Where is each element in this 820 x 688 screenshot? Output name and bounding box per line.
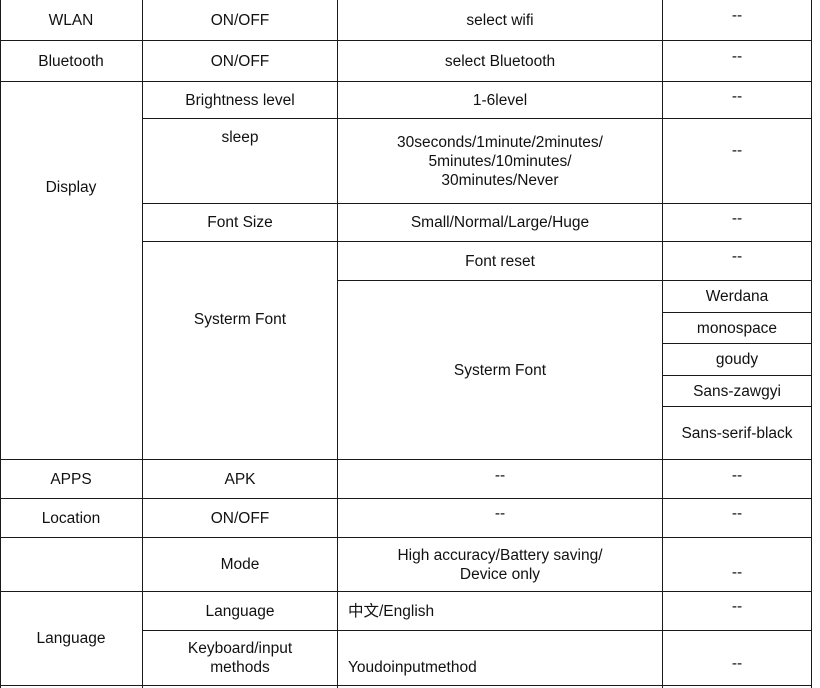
font-option: goudy	[715, 351, 759, 368]
font-size-options: Small/Normal/Large/Huge	[410, 214, 590, 231]
bluetooth-extra: --	[731, 48, 743, 65]
system-font-setting: Systerm Font	[193, 310, 287, 328]
keyboard-setting: Keyboard/input methods	[187, 640, 293, 676]
row-divider	[662, 343, 812, 344]
column-divider	[337, 0, 338, 688]
sleep-setting: sleep	[221, 129, 259, 146]
row-divider	[0, 81, 812, 82]
display-label: Display	[45, 178, 97, 196]
apps-options: --	[494, 467, 506, 484]
wlan-options: select wifi	[466, 11, 534, 29]
wlan-extra: --	[731, 7, 743, 24]
row-divider	[142, 203, 812, 204]
language-label: Language	[36, 630, 106, 647]
table-border-right	[811, 0, 812, 688]
keyboard-extra: --	[731, 654, 743, 672]
location-setting: ON/OFF	[210, 509, 270, 527]
font-option: Werdana	[705, 288, 769, 305]
font-option: monospace	[696, 319, 778, 337]
font-size-extra: --	[731, 210, 743, 227]
column-divider	[662, 0, 663, 688]
brightness-options: 1-6level	[472, 91, 528, 109]
keyboard-options: Youdoinputmethod	[348, 659, 477, 676]
row-divider	[0, 459, 812, 460]
mode-setting: Mode	[220, 556, 260, 573]
sleep-options: 30seconds/1minute/2minutes/ 5minutes/10m…	[397, 133, 603, 189]
location-options: --	[494, 505, 506, 522]
system-font-list-label: Systerm Font	[453, 361, 547, 379]
font-reset-extra: --	[731, 248, 743, 265]
row-divider	[662, 406, 812, 407]
sleep-extra: --	[731, 141, 743, 159]
row-divider	[0, 537, 812, 538]
apps-label: APPS	[50, 470, 92, 488]
apps-setting: APK	[224, 470, 256, 488]
font-size-setting: Font Size	[207, 214, 273, 231]
row-divider	[142, 630, 812, 631]
column-divider	[142, 0, 143, 688]
apps-extra: --	[731, 467, 743, 484]
table-border-left	[0, 0, 1, 688]
location-label: Location	[41, 509, 101, 527]
bluetooth-setting: ON/OFF	[210, 52, 270, 70]
row-divider	[0, 591, 812, 592]
row-divider	[337, 280, 812, 281]
row-divider	[662, 312, 812, 313]
language-setting: Language	[205, 602, 275, 620]
language-extra: --	[731, 598, 743, 615]
font-option: Sans-serif-black	[681, 424, 793, 442]
bluetooth-label: Bluetooth	[38, 52, 104, 70]
brightness-setting: Brightness level	[185, 91, 295, 109]
mode-extra: --	[731, 564, 743, 581]
brightness-extra: --	[731, 88, 743, 105]
wlan-setting: ON/OFF	[210, 11, 270, 29]
font-option: Sans-zawgyi	[693, 382, 781, 400]
row-divider	[0, 498, 812, 499]
location-extra: --	[731, 505, 743, 522]
mode-options: High accuracy/Battery saving/ Device onl…	[397, 546, 603, 583]
row-divider	[0, 40, 812, 41]
row-divider	[0, 685, 812, 686]
row-divider	[662, 375, 812, 376]
row-divider	[142, 241, 812, 242]
row-divider	[142, 118, 812, 119]
wlan-label: WLAN	[48, 11, 94, 29]
font-reset-label: Font reset	[465, 252, 535, 270]
bluetooth-options: select Bluetooth	[444, 52, 556, 70]
language-options: 中文/English	[348, 602, 435, 620]
